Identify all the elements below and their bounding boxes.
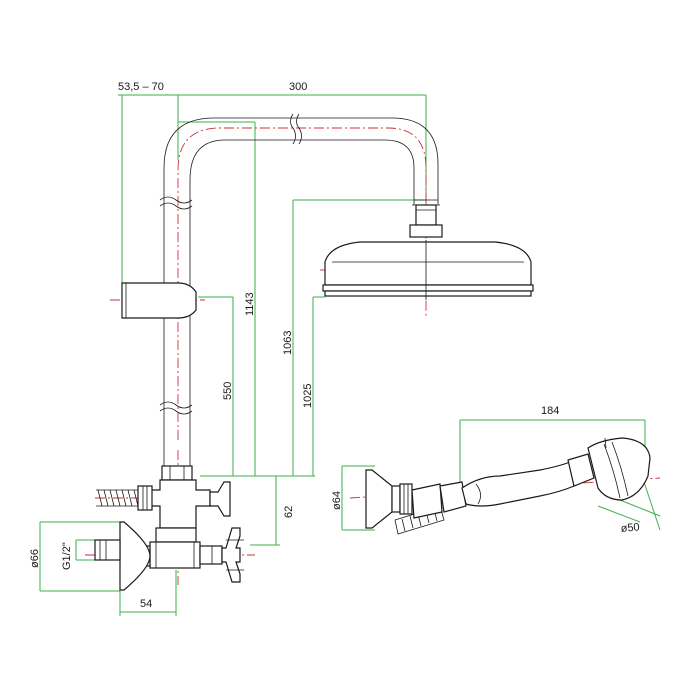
label-total-height: 1143 bbox=[244, 292, 256, 316]
label-hand-head-dia: ø50 bbox=[620, 521, 640, 535]
shower-hose-left bbox=[96, 489, 139, 507]
shower-head bbox=[322, 204, 534, 300]
label-slider-height: 550 bbox=[222, 382, 234, 400]
dimension-labels: 53,5 – 70 300 1143 1063 1025 550 62 ø66 … bbox=[29, 81, 640, 610]
label-arm-length: 300 bbox=[289, 81, 307, 93]
label-arm-offset: 53,5 – 70 bbox=[118, 81, 164, 93]
slider-bracket bbox=[121, 282, 197, 319]
label-head-height: 1063 bbox=[282, 331, 294, 355]
label-hand-shower-length: 184 bbox=[541, 405, 559, 417]
hand-shower bbox=[365, 437, 651, 535]
label-valve-offset: 62 bbox=[283, 506, 295, 518]
label-thread-size: G1/2" bbox=[61, 542, 73, 570]
label-flange-depth: 54 bbox=[140, 598, 152, 610]
label-holder-dia: ø64 bbox=[331, 491, 343, 510]
wall-flange bbox=[94, 521, 151, 591]
label-wall-flange-dia: ø66 bbox=[29, 549, 41, 568]
label-head-bottom-height: 1025 bbox=[302, 384, 314, 408]
